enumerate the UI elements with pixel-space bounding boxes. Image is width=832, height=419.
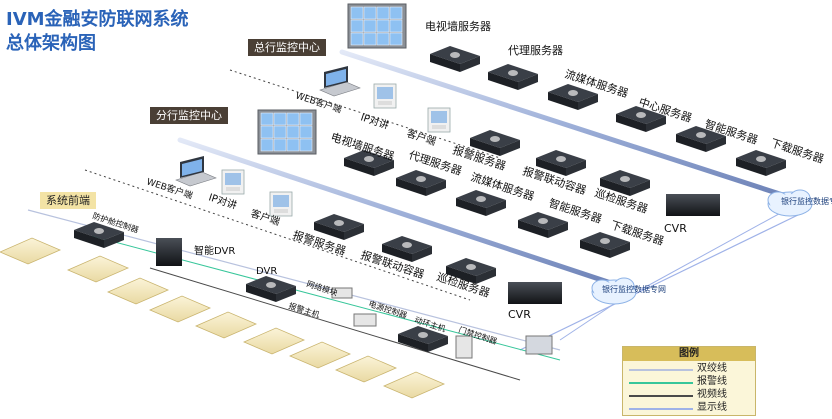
head-proxy-label: 代理服务器: [508, 44, 563, 57]
zone-tag-head: 总行监控中心: [248, 39, 326, 56]
wan-link-1: [519, 213, 801, 351]
branch-smart-server-icon: [518, 212, 568, 238]
head-download-server-icon: [736, 150, 786, 176]
wan-link-2: [639, 209, 787, 291]
front-tile-3: [107, 277, 169, 305]
front-tile-1: [0, 237, 61, 265]
head-client-icon: [427, 107, 451, 133]
legend-label-video: 视频线: [697, 389, 727, 400]
branch-bus: [177, 137, 623, 289]
legend-label-twisted: 双绞线: [697, 363, 727, 374]
zone-separator-1: [229, 69, 501, 159]
front-tile-5: [195, 311, 257, 339]
legend-row-twisted: 双绞线: [629, 363, 753, 375]
branch-network-label: 银行监控数据专网: [602, 284, 666, 294]
diagram-title-line1: IVM金融安防联网系统: [6, 9, 189, 30]
head-videowall-server-icon: [430, 46, 480, 72]
front-tile-8: [335, 355, 397, 383]
head-videowall: [347, 3, 407, 49]
branch-ip-intercom-icon: [221, 169, 245, 195]
head-ip-intercom-icon: [373, 83, 397, 109]
front-smart-dvr-label: 智能DVR: [194, 244, 235, 257]
front-tile-4: [149, 295, 211, 323]
front-tile-2: [67, 255, 129, 283]
front-door-controller-icon: [455, 335, 473, 359]
front-line-video: [149, 267, 521, 381]
front-net-module-icon: [331, 287, 353, 299]
branch-web-client-icon: [175, 155, 217, 187]
legend: 图例 双绞线 报警线 视频线 显示线: [622, 346, 756, 416]
branch-stream-server-icon: [456, 190, 506, 216]
front-net-module-label: 网络模块: [305, 278, 339, 297]
front-dvr-icon: [246, 276, 296, 302]
branch-cvr-icon: [508, 282, 562, 304]
branch-download-server-icon: [580, 232, 630, 258]
branch-cvr-label: CVR: [508, 308, 531, 321]
branch-videowall: [257, 109, 317, 155]
head-network-label: 银行监控数据专网: [781, 196, 832, 206]
head-cvr-label: CVR: [664, 222, 687, 235]
legend-swatch-twisted: [629, 369, 693, 371]
front-smart-dvr-icon: [156, 238, 182, 266]
front-tile-7: [289, 341, 351, 369]
branch-proxy-server-icon: [396, 170, 446, 196]
front-dvr-label: DVR: [256, 266, 277, 277]
legend-row-video: 视频线: [629, 389, 753, 401]
legend-swatch-video: [629, 395, 693, 397]
head-proxy-server-icon: [488, 64, 538, 90]
zone-tag-front: 系统前端: [40, 192, 96, 209]
legend-row-display: 显示线: [629, 402, 753, 414]
head-bus: [339, 49, 789, 199]
legend-label-alarm: 报警线: [697, 376, 727, 387]
head-cvr-icon: [666, 194, 720, 216]
legend-label-display: 显示线: [697, 402, 727, 413]
diagram-title-line2: 总体架构图: [6, 33, 96, 54]
legend-swatch-display: [629, 408, 693, 410]
front-tile-9: [383, 371, 445, 399]
wan-link-3: [559, 299, 621, 341]
front-power-controller-icon: [353, 313, 377, 327]
legend-row-alarm: 报警线: [629, 376, 753, 388]
front-switch-icon: [525, 335, 553, 355]
front-alarm-host-label: 报警主机: [287, 300, 321, 319]
branch-client-icon: [269, 191, 293, 217]
head-ip-label: IP对讲: [359, 110, 391, 131]
front-tile-6: [243, 327, 305, 355]
legend-swatch-alarm: [629, 382, 693, 384]
head-web-client-icon: [319, 65, 361, 97]
legend-title: 图例: [623, 347, 755, 361]
zone-tag-branch: 分行监控中心: [150, 107, 228, 124]
head-videowall-label: 电视墙服务器: [425, 19, 491, 33]
